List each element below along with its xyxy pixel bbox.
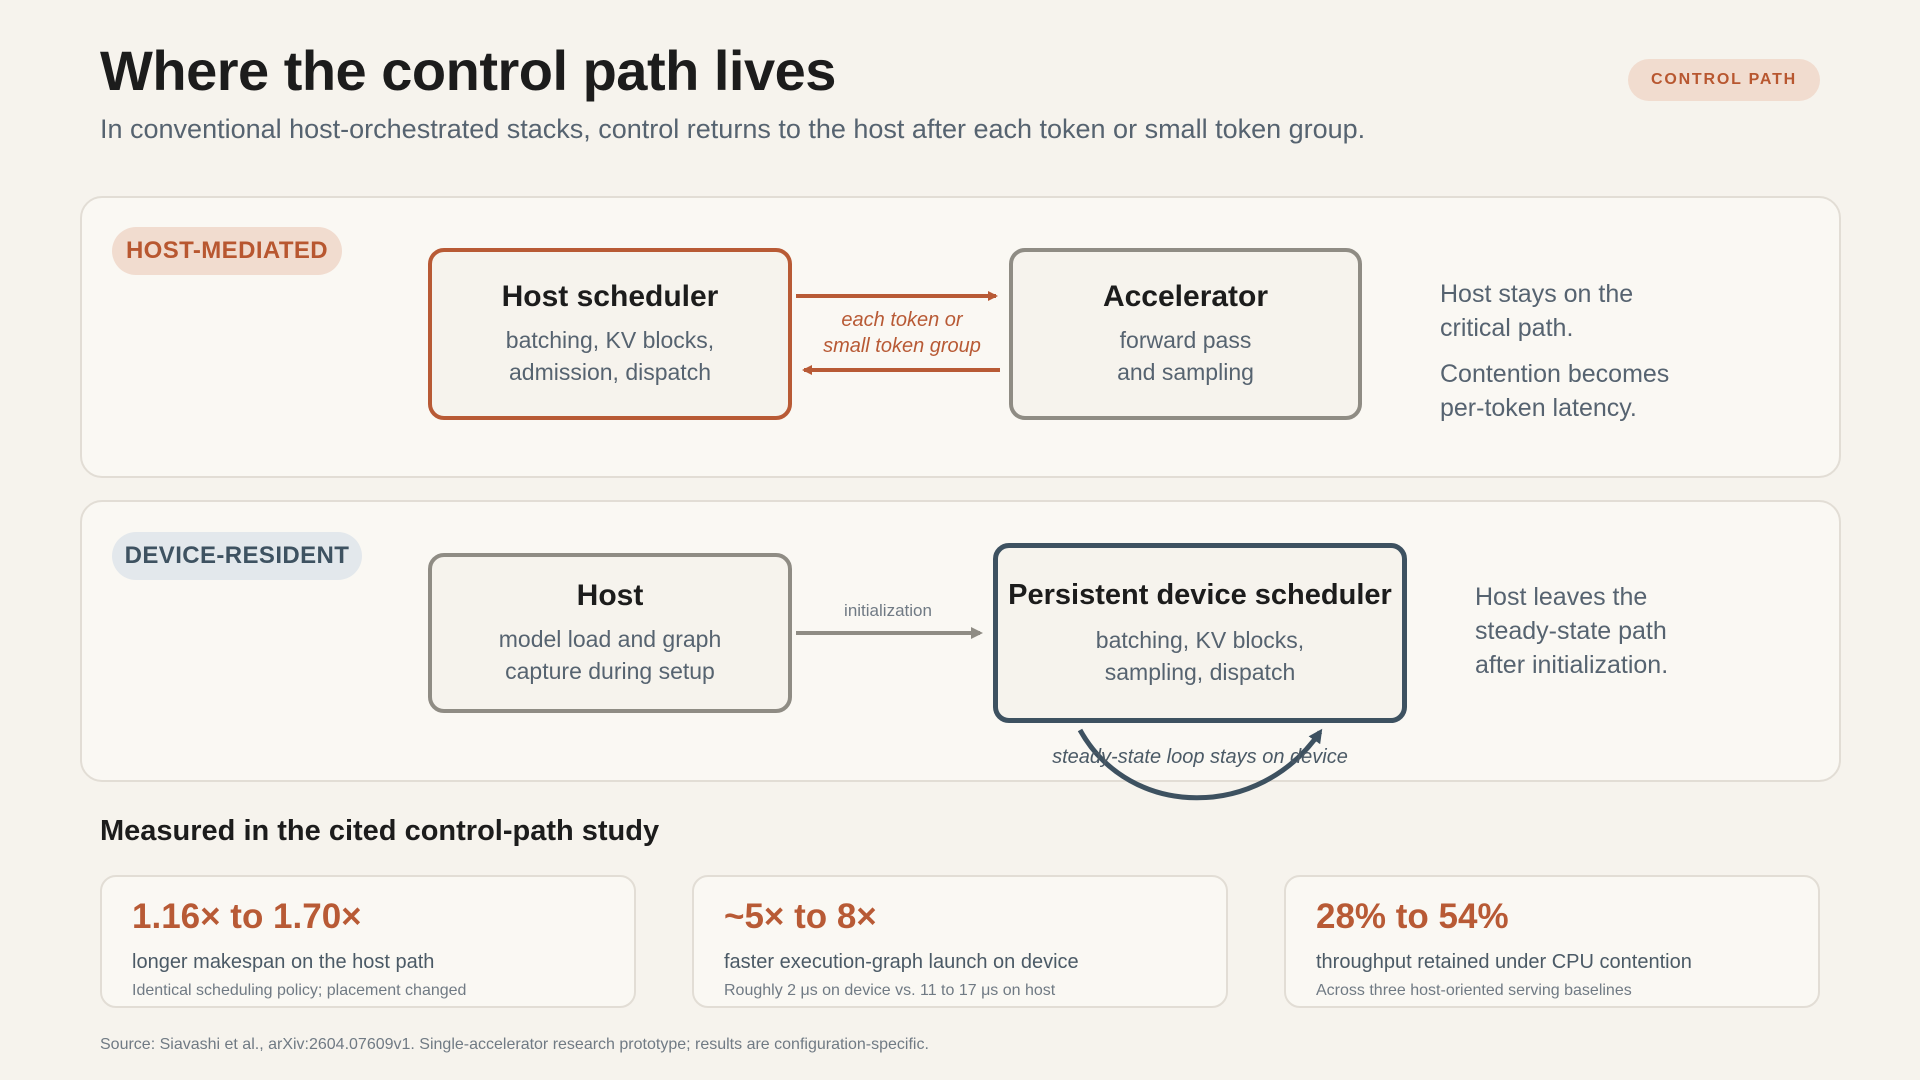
accelerator-line1: forward pass <box>1119 327 1252 353</box>
device-note-line3: after initialization. <box>1475 651 1669 679</box>
stat-value: ~5× to 8× <box>724 897 877 936</box>
host-mediated-tag: HOST-MEDIATED <box>112 227 342 275</box>
measured-section-title: Measured in the cited control-path study <box>100 815 660 847</box>
stat-card: 28% to 54% throughput retained under CPU… <box>1284 875 1820 1008</box>
device-scheduler-box: Persistent device scheduler batching, KV… <box>993 543 1407 723</box>
device-note-line2: steady-state path <box>1475 617 1667 645</box>
stat-note: Roughly 2 μs on device vs. 11 to 17 μs o… <box>724 982 1056 999</box>
host-scheduler-box: Host scheduler batching, KV blocks, admi… <box>428 248 792 420</box>
host-line1: model load and graph <box>498 626 722 652</box>
per-token-edge-label-line1: each token or <box>841 309 963 331</box>
device-note-line1: Host leaves the <box>1475 583 1648 611</box>
per-token-edge-label-line2: small token group <box>823 335 981 357</box>
device-scheduler-title: Persistent device scheduler <box>1008 578 1392 611</box>
host-scheduler-title: Host scheduler <box>501 280 719 313</box>
note1-line2: critical path. <box>1440 314 1574 342</box>
stat-card: 1.16× to 1.70× longer makespan on the ho… <box>100 875 636 1008</box>
stat-description: faster execution-graph launch on device <box>724 951 1079 973</box>
accelerator-line2: and sampling <box>1117 359 1254 385</box>
device-resident-note: Host leaves the steady-state path after … <box>1475 580 1668 682</box>
per-token-edge-label: each token or small token group <box>800 307 1004 359</box>
stat-card: ~5× to 8× faster execution-graph launch … <box>692 875 1228 1008</box>
steady-state-loop-arrow <box>1077 728 1323 801</box>
device-resident-panel <box>80 500 1841 782</box>
stat-value: 1.16× to 1.70× <box>132 897 362 936</box>
stat-note: Identical scheduling policy; placement c… <box>132 982 467 999</box>
note2-line2: per-token latency. <box>1440 394 1637 422</box>
control-path-badge: CONTROL PATH <box>1628 59 1820 101</box>
source-citation: Source: Siavashi et al., arXiv:2604.0760… <box>100 1036 929 1053</box>
accelerator-title: Accelerator <box>1102 280 1269 313</box>
note1-line1: Host stays on the <box>1440 280 1634 308</box>
host-mediated-note: Host stays on the critical path. Content… <box>1440 277 1669 425</box>
device-resident-tag: DEVICE-RESIDENT <box>112 532 362 580</box>
initialization-edge-label: initialization <box>844 601 932 620</box>
stat-description: throughput retained under CPU contention <box>1316 951 1692 973</box>
device-scheduler-line1: batching, KV blocks, <box>1095 626 1305 653</box>
steady-state-loop-label: steady-state loop stays on device <box>1052 746 1348 768</box>
host-mediated-note-1: Host stays on the critical path. <box>1440 277 1669 345</box>
device-scheduler-line2: sampling, dispatch <box>1104 658 1296 685</box>
host-box: Host model load and graph capture during… <box>428 553 792 713</box>
accelerator-box: Accelerator forward pass and sampling <box>1009 248 1362 420</box>
stat-description: longer makespan on the host path <box>132 951 435 973</box>
page-subtitle: In conventional host-orchestrated stacks… <box>100 114 1366 144</box>
stat-value: 28% to 54% <box>1316 897 1509 936</box>
page-title: Where the control path lives <box>100 39 836 102</box>
host-title: Host <box>576 579 644 612</box>
host-scheduler-line1: batching, KV blocks, <box>505 327 715 353</box>
host-line2: capture during setup <box>505 658 715 684</box>
note2-line1: Contention becomes <box>1440 360 1670 388</box>
stat-note: Across three host-oriented serving basel… <box>1316 982 1632 999</box>
host-scheduler-line2: admission, dispatch <box>509 359 711 385</box>
host-mediated-note-2: Contention becomes per-token latency. <box>1440 357 1669 425</box>
host-mediated-panel <box>80 196 1841 478</box>
